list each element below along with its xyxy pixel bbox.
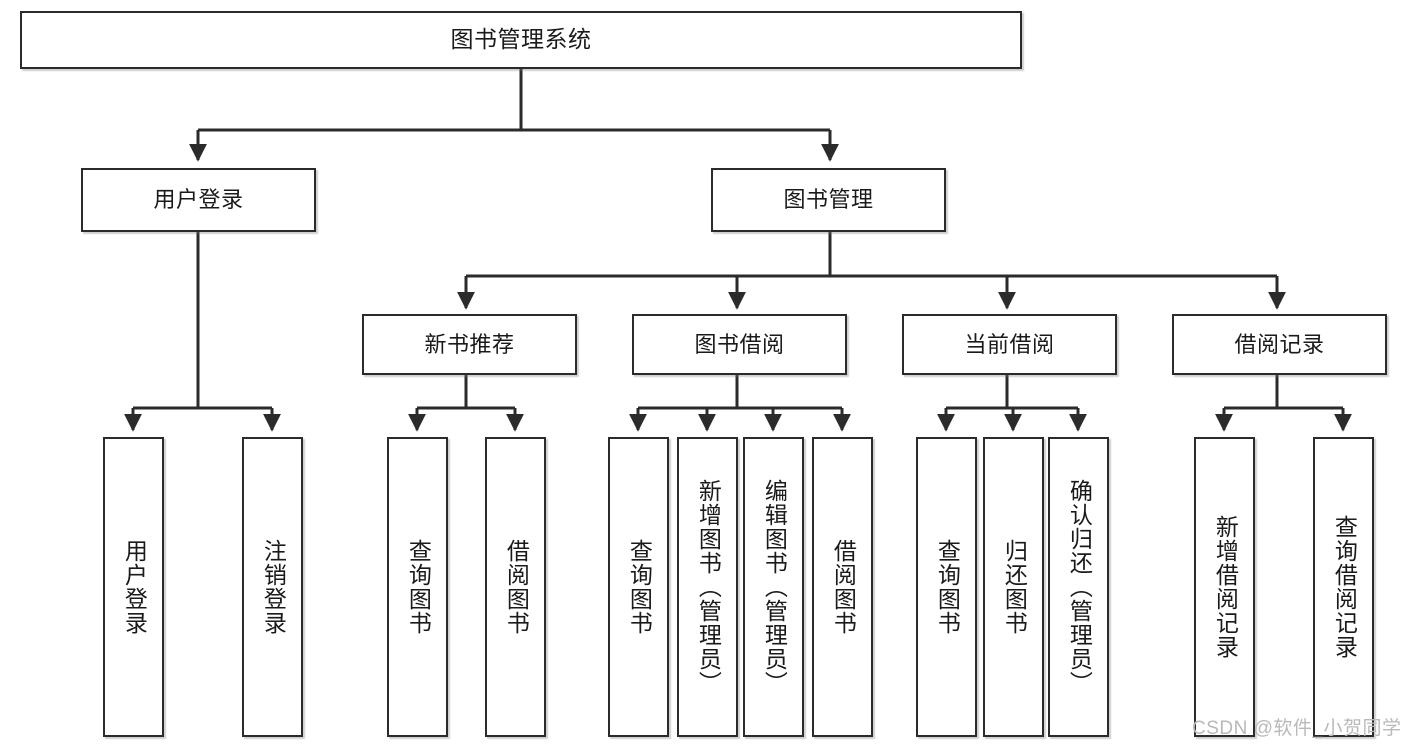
node-leaf-user-logout-label: 注销登录 (260, 539, 287, 635)
node-current-borrow[interactable]: 当前借阅 (902, 314, 1117, 375)
node-leaf-query-book-3-label: 查询图书 (934, 539, 961, 635)
node-leaf-query-record[interactable]: 查询借阅记录 (1313, 437, 1374, 737)
node-leaf-edit-book[interactable]: 编辑图书（管理员） (743, 437, 804, 737)
node-leaf-borrow-book-2-label: 借阅图书 (830, 539, 857, 635)
node-leaf-borrow-book-1[interactable]: 借阅图书 (485, 437, 546, 737)
node-leaf-confirm-return[interactable]: 确认归还（管理员） (1048, 437, 1109, 737)
node-current-borrow-label: 当前借阅 (964, 331, 1055, 357)
node-book-manage[interactable]: 图书管理 (711, 168, 946, 232)
node-leaf-user-logout[interactable]: 注销登录 (242, 437, 303, 737)
node-leaf-add-record-label: 新增借阅记录 (1212, 515, 1239, 659)
node-book-borrow[interactable]: 图书借阅 (632, 314, 847, 375)
node-new-book-rec-label: 新书推荐 (424, 331, 515, 357)
node-borrow-record[interactable]: 借阅记录 (1172, 314, 1387, 375)
node-book-manage-label: 图书管理 (783, 187, 874, 213)
node-book-borrow-label: 图书借阅 (694, 331, 785, 357)
csdn-watermark: CSDN @软件_小贺同学 (1192, 718, 1402, 739)
node-leaf-add-book-label: 新增图书（管理员） (695, 479, 722, 695)
node-leaf-user-login-label: 用户登录 (121, 539, 148, 635)
node-leaf-return-book-label: 归还图书 (1001, 539, 1028, 635)
node-leaf-query-book-3[interactable]: 查询图书 (916, 437, 977, 737)
node-user-login[interactable]: 用户登录 (81, 168, 316, 232)
node-leaf-query-book-1[interactable]: 查询图书 (387, 437, 448, 737)
node-leaf-borrow-book-1-label: 借阅图书 (503, 539, 530, 635)
node-leaf-confirm-return-label: 确认归还（管理员） (1066, 479, 1093, 695)
node-leaf-add-book[interactable]: 新增图书（管理员） (677, 437, 738, 737)
node-leaf-query-book-1-label: 查询图书 (405, 539, 432, 635)
node-leaf-user-login[interactable]: 用户登录 (103, 437, 164, 737)
node-root-label: 图书管理系统 (450, 26, 592, 53)
node-leaf-query-book-2-label: 查询图书 (626, 539, 653, 635)
node-leaf-query-book-2[interactable]: 查询图书 (608, 437, 669, 737)
node-borrow-record-label: 借阅记录 (1234, 331, 1325, 357)
node-leaf-edit-book-label: 编辑图书（管理员） (761, 479, 788, 695)
node-leaf-borrow-book-2[interactable]: 借阅图书 (812, 437, 873, 737)
node-leaf-add-record[interactable]: 新增借阅记录 (1194, 437, 1255, 737)
node-leaf-query-record-label: 查询借阅记录 (1331, 515, 1358, 659)
node-new-book-rec[interactable]: 新书推荐 (362, 314, 577, 375)
node-root[interactable]: 图书管理系统 (20, 11, 1022, 69)
node-user-login-label: 用户登录 (153, 187, 244, 213)
node-leaf-return-book[interactable]: 归还图书 (983, 437, 1044, 737)
